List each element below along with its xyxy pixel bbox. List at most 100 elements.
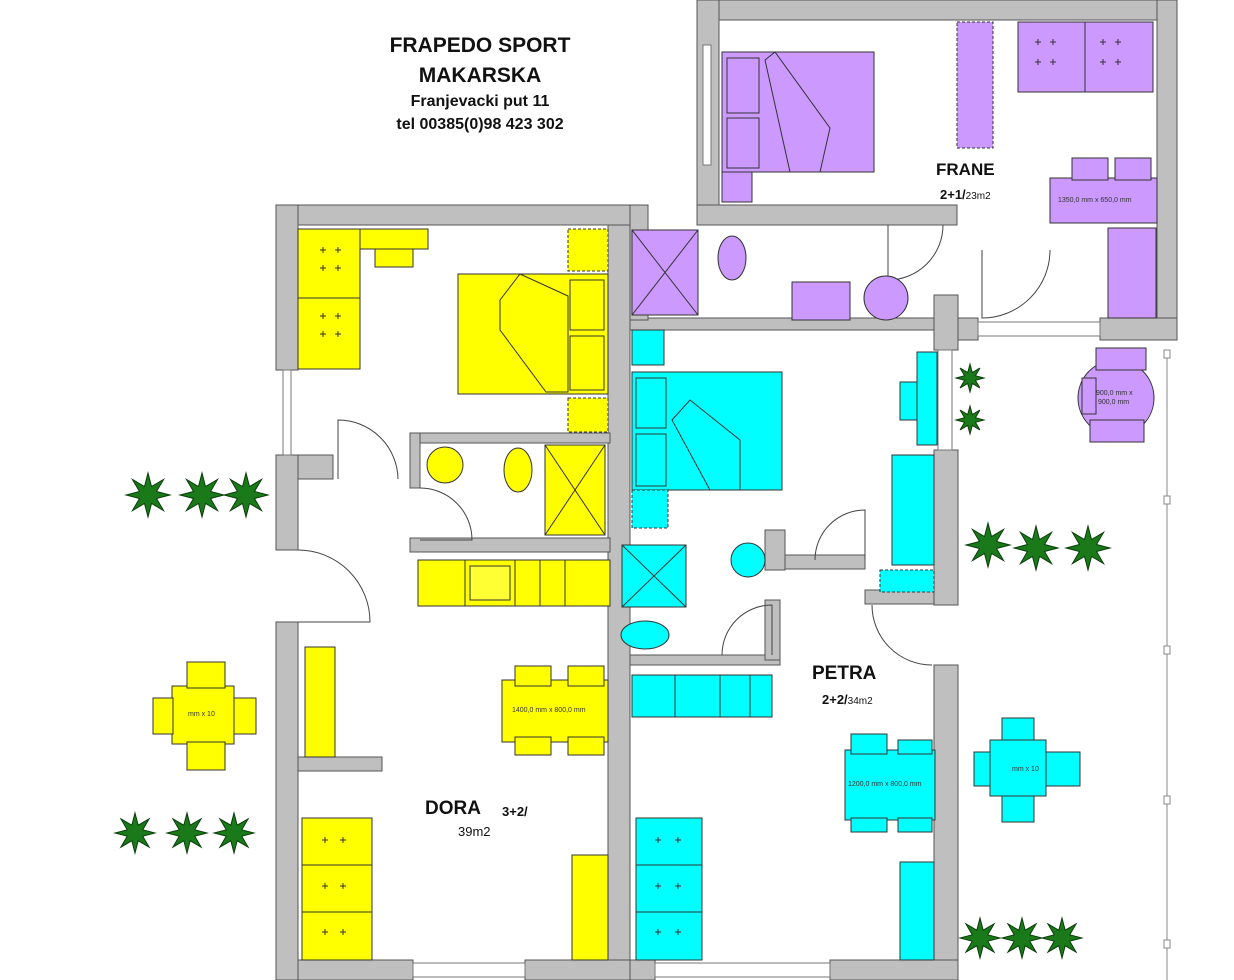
wall-dora-bath-top (409, 432, 611, 444)
wall-dora-left-3 (275, 621, 299, 980)
door-frane-entry[interactable] (981, 249, 1051, 319)
dora-shelf (304, 646, 336, 758)
wall-dora-bath-bottom (409, 537, 611, 553)
plant-icon (222, 471, 270, 519)
window (702, 44, 712, 166)
dora-dining-table (501, 679, 609, 743)
frane-sink (863, 275, 909, 321)
left-terrace-table-dim: mm x 10 (188, 711, 215, 718)
wall-bottom-3 (629, 959, 656, 980)
frane-table (1049, 177, 1158, 224)
frane-capacity-value: 2+1/ (940, 187, 966, 202)
frane-table-dim: 1350,0 mm x 650,0 mm (1058, 197, 1132, 204)
wall-petra-bath-bottom (629, 654, 781, 666)
door-petra-entry[interactable] (871, 604, 933, 666)
wall-frane-column (933, 294, 959, 351)
plant-icon (964, 521, 1012, 569)
plant-icon (954, 404, 986, 436)
wall-dora-top (275, 204, 632, 226)
petra-wardrobe (891, 454, 935, 566)
petra-furniture (620, 329, 1081, 961)
wall-dora-left-2 (275, 454, 299, 551)
window (654, 962, 831, 978)
round-table-dim-1: 900,0 mm x (1096, 390, 1133, 397)
wall-petra-bath-right (764, 529, 786, 571)
dora-toilet (503, 447, 533, 493)
wall-frane-stub (957, 317, 979, 341)
frane-toilet (717, 235, 747, 281)
dora-furniture (297, 228, 611, 961)
right-terrace-table-dim: mm x 10 (1012, 766, 1039, 773)
round-table-dim-2: 900,0 mm (1098, 399, 1130, 406)
wall-petra-right-1 (933, 449, 959, 606)
door-dora-bath[interactable] (419, 487, 473, 541)
petra-table-dim: 1200,0 mm x 800,0 mm (848, 781, 922, 788)
plant-icon (212, 811, 256, 855)
plant-icon (124, 471, 172, 519)
plant-icon (113, 811, 157, 855)
street-address: Franjevacki put 11 (410, 93, 550, 110)
petra-sofa (635, 817, 703, 961)
window (937, 349, 953, 451)
wall-dora-stub (297, 454, 334, 480)
plants (113, 362, 1112, 960)
petra-sink (730, 542, 766, 578)
windows (282, 44, 1101, 978)
window (282, 369, 292, 456)
dora-kitchen (417, 559, 611, 607)
frane-cushion-marks (1035, 39, 1121, 65)
petra-cabinet (899, 861, 935, 961)
plant-icon (178, 471, 226, 519)
dora-capacity: 3+2/ (502, 804, 528, 819)
wall-bottom-4 (829, 959, 959, 980)
frane-name: FRANE (936, 160, 995, 179)
door-frane-bath[interactable] (887, 224, 944, 281)
petra-capacity-value: 2+2/ (822, 692, 848, 707)
wall-frane-top (718, 0, 1178, 21)
petra-capacity: 2+2/34m2 (822, 692, 873, 707)
plant-icon (1040, 916, 1084, 960)
plant-icon (1012, 524, 1060, 572)
dora-table-dim: 1400,0 mm x 800,0 mm (512, 707, 586, 714)
door-dora-entry[interactable] (337, 419, 399, 480)
wall-bath-bottom (629, 317, 951, 331)
plant-icon (1000, 916, 1044, 960)
dora-sofa-bottom (301, 817, 373, 961)
door-petra-bath[interactable] (721, 604, 773, 656)
dora-cabinet (571, 854, 609, 961)
dora-area: 39m2 (458, 824, 491, 839)
wall-frane-bottom-right (1099, 317, 1178, 341)
door-petra-bedroom[interactable] (814, 509, 866, 561)
door-dora-terrace[interactable] (297, 549, 371, 623)
wall-dora-left-1 (275, 204, 299, 371)
frane-area: 23m2 (965, 191, 991, 202)
petra-toilet (620, 620, 670, 650)
wall-petra-bath-stub (784, 554, 866, 570)
plant-icon (1064, 524, 1112, 572)
dora-sink (426, 446, 464, 484)
terrace-railing (1163, 349, 1171, 980)
window (977, 321, 1101, 337)
city-name: MAKARSKA (418, 64, 542, 87)
terrace-table-left (152, 661, 257, 771)
wall-frane-right (1156, 0, 1178, 341)
business-name: FRAPEDO SPORT (389, 34, 571, 57)
wall-dora-bath-left (409, 432, 421, 489)
wall-bottom-1 (297, 959, 414, 980)
plant-icon (958, 916, 1002, 960)
phone-number: tel 00385(0)98 423 302 (396, 116, 564, 133)
dora-sofa (297, 228, 361, 370)
dora-cushion-marks (320, 247, 346, 935)
petra-dining-table (844, 749, 936, 821)
wall-bottom-2 (524, 959, 631, 980)
petra-kitchen (631, 674, 773, 718)
wall-dora-divider (297, 756, 383, 772)
wall-bath-top (696, 204, 958, 226)
petra-cushion-marks (655, 837, 681, 935)
petra-name: PETRA (812, 663, 877, 684)
frane-capacity: 2+1/23m2 (940, 187, 991, 202)
dora-name: DORA (425, 798, 481, 819)
plant-icon (165, 811, 209, 855)
window (412, 962, 526, 978)
